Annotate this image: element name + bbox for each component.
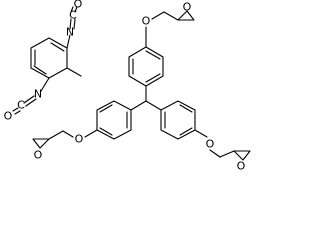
left-ch2-ch-bond bbox=[48, 130, 64, 140]
right-o-ch2-bond bbox=[209, 149, 221, 158]
atom-label-c: C bbox=[17, 99, 25, 112]
right-ring-outline bbox=[160, 100, 196, 140]
left-phenyl-ring bbox=[96, 100, 132, 140]
left-ring-outline bbox=[96, 100, 132, 140]
tdi-ring-inner-bond bbox=[50, 42, 65, 52]
atom-label-o: O bbox=[206, 138, 215, 151]
tdi-ring-outline bbox=[30, 37, 68, 79]
atom-label-n: N bbox=[34, 88, 42, 101]
atom-label-c: C bbox=[69, 9, 77, 22]
atom-label-o: O bbox=[4, 110, 13, 123]
right-phenyl-ring bbox=[160, 100, 196, 140]
top-ch2-ch-bond bbox=[163, 11, 179, 21]
tdi-c-o-double-bond-bottom bbox=[12, 107, 19, 112]
tdi-n-c-double-bond-top bbox=[73, 18, 76, 30]
tdi-ring-n-bond-bottom bbox=[40, 77, 50, 92]
tdi-c-o-double-bond-top bbox=[70, 6, 74, 13]
right-ch2-ch-bond bbox=[219, 150, 235, 158]
right-ring-inner-bond bbox=[179, 104, 193, 113]
atom-label-o: O bbox=[34, 149, 43, 162]
atom-label-o: O bbox=[237, 160, 246, 173]
atom-label-o: O bbox=[142, 15, 151, 28]
tdi-ring-n-bond-top bbox=[66, 34, 71, 49]
left-aryl-o-bond bbox=[84, 129, 98, 138]
left-ring-inner-bond bbox=[99, 104, 113, 113]
toluene-diisocyanate-structure: N C O N C O bbox=[4, 0, 83, 123]
top-phenyl-ring bbox=[128, 46, 164, 87]
tdi-c-o-double-bond-top bbox=[74, 6, 78, 13]
tris-epoxy-structure: O O O O O O bbox=[32, 1, 251, 173]
chemical-structure-diagram: N C O N C O O O bbox=[4, 0, 251, 173]
right-epoxide-ring bbox=[233, 150, 251, 161]
top-ring-inner-bond bbox=[145, 50, 161, 60]
top-ring-inner-bond bbox=[145, 73, 161, 83]
top-ring-outline bbox=[128, 46, 164, 87]
tdi-n-c-double-bond-bottom bbox=[23, 95, 35, 104]
left-ring-inner-bond bbox=[99, 127, 113, 136]
atom-label-o: O bbox=[75, 133, 84, 146]
tdi-c-o-double-bond-bottom bbox=[14, 110, 21, 115]
left-o-ch2-bond bbox=[62, 130, 74, 138]
top-epoxide-ring bbox=[177, 10, 195, 21]
left-epoxide-ring bbox=[32, 138, 50, 149]
tdi-benzene-ring bbox=[30, 37, 68, 79]
tdi-methyl-bond bbox=[66, 67, 82, 77]
atom-label-o: O bbox=[74, 0, 83, 11]
atom-label-o: O bbox=[183, 1, 192, 14]
atom-label-n: N bbox=[66, 26, 74, 39]
tdi-n-c-double-bond-top bbox=[69, 18, 72, 30]
top-o-ch2-bond bbox=[151, 11, 165, 20]
central-bond-right bbox=[145, 100, 162, 111]
tdi-n-c-double-bond-bottom bbox=[25, 98, 37, 107]
right-ring-inner-bond bbox=[179, 127, 193, 136]
tdi-ring-inner-bond bbox=[33, 65, 47, 75]
right-aryl-o-bond bbox=[194, 129, 208, 138]
central-bond-left bbox=[130, 100, 147, 111]
